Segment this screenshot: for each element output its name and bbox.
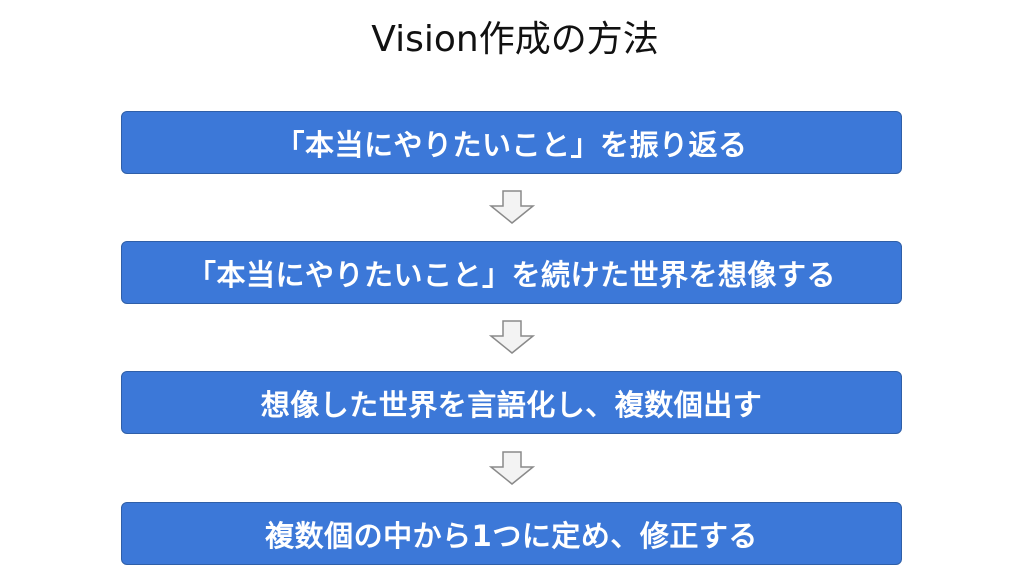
step-3-label: 想像した世界を言語化し、複数個出す [260, 387, 763, 422]
step-2-box: 「本当にやりたいこと」を続けた世界を想像する [121, 241, 902, 304]
down-arrow-icon [489, 190, 535, 224]
down-arrow-icon [489, 320, 535, 354]
step-4-box: 複数個の中から1つに定め、修正する [121, 502, 902, 565]
down-arrow-icon [489, 451, 535, 485]
step-4-label: 複数個の中から1つに定め、修正する [265, 518, 758, 553]
step-1-label: 「本当にやりたいこと」を振り返る [275, 127, 748, 162]
step-1-box: 「本当にやりたいこと」を振り返る [121, 111, 902, 174]
page-title: Vision作成の方法 [371, 19, 659, 60]
step-3-box: 想像した世界を言語化し、複数個出す [121, 371, 902, 434]
step-2-label: 「本当にやりたいこと」を続けた世界を想像する [186, 257, 836, 292]
